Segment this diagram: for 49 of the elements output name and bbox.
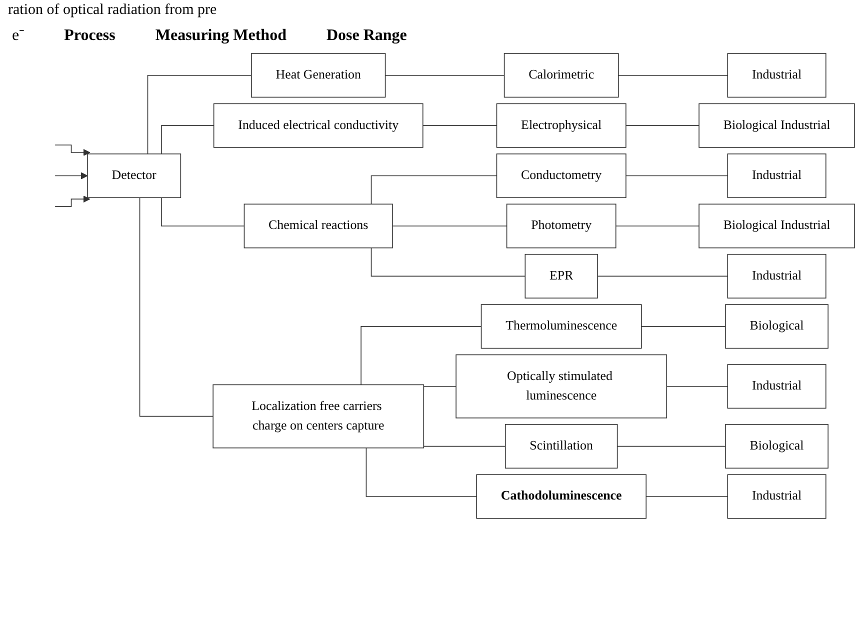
connector xyxy=(618,74,728,76)
connector xyxy=(161,197,245,226)
node-box: Industrial xyxy=(727,154,826,198)
column-heading: Measuring Method xyxy=(155,27,286,45)
node-box: Biological Industrial xyxy=(698,103,855,148)
node-box: Optically stimulated luminescence xyxy=(456,354,668,418)
column-heading: Dose Range xyxy=(326,27,407,45)
node-box: Industrial xyxy=(727,53,826,98)
connector xyxy=(384,74,505,76)
node-box: Biological xyxy=(725,424,828,469)
connector xyxy=(360,326,482,386)
node-box: Thermoluminescence xyxy=(480,304,642,349)
node-box: Scintillation xyxy=(504,424,618,469)
cut-off-text-line: ration of optical radiation from pre xyxy=(8,2,217,18)
connector xyxy=(666,386,728,387)
node-box: Photometry xyxy=(506,204,616,248)
node-box: Localization free carriers charge on centers capture xyxy=(212,384,424,448)
node-box: Industrial xyxy=(727,364,826,409)
connector xyxy=(597,276,728,277)
connector xyxy=(626,125,700,126)
arrow xyxy=(54,144,90,156)
node-box: Heat Generation xyxy=(251,53,386,98)
connector xyxy=(616,446,726,447)
connector xyxy=(161,125,214,154)
connector xyxy=(366,448,477,497)
connector xyxy=(422,125,498,126)
node-box: Calorimetric xyxy=(504,53,619,98)
connector xyxy=(147,74,252,154)
column-heading: Process xyxy=(64,27,116,45)
connector xyxy=(370,247,526,277)
node-box: Biological Industrial xyxy=(698,204,855,248)
connector xyxy=(139,197,214,417)
node-box: Conductometry xyxy=(496,154,626,198)
connector xyxy=(641,326,726,327)
node-box: Chemical reactions xyxy=(244,204,393,248)
electron-label: e⁻ xyxy=(12,26,24,45)
arrow xyxy=(54,172,88,180)
node-box: Biological xyxy=(725,304,828,349)
node-box: Detector xyxy=(87,154,182,198)
node-box: Electrophysical xyxy=(496,103,626,148)
node-box: Induced electrical conductivity xyxy=(213,103,424,148)
connector xyxy=(626,175,728,176)
arrow xyxy=(54,196,90,207)
node-box: EPR xyxy=(524,254,598,298)
node-box: Industrial xyxy=(727,474,826,519)
node-box: Industrial xyxy=(727,254,826,298)
node-box: Cathodoluminescence xyxy=(476,474,647,519)
connector xyxy=(370,175,498,205)
connector xyxy=(646,496,728,497)
